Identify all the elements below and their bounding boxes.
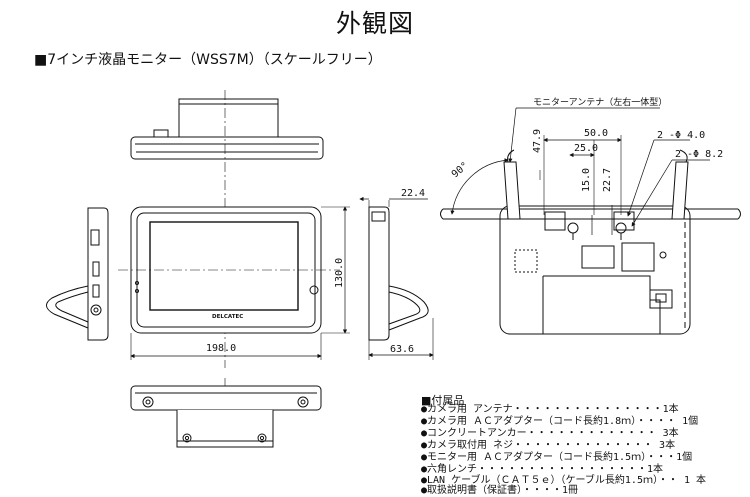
accessory-item: ●カメラ用 アンテナ・・・・・・・・・・・・・・・1本 <box>421 404 679 415</box>
dim-depth-total: 63.6 <box>390 344 414 355</box>
angle-label: 90° <box>450 160 471 180</box>
dim-width: 198.0 <box>206 343 236 354</box>
accessory-item: ●取扱説明書（保証書）・・・・1冊 <box>421 485 579 496</box>
right-side-view <box>368 206 429 341</box>
accessory-item: ●LAN ケーブル（ＣＡＴ５ｅ）（ケーブル長約1.5ｍ）・・ 1 本 <box>421 475 707 486</box>
top-view <box>130 98 324 160</box>
hole-small-label: 2 -Φ 4.0 <box>657 130 705 141</box>
dim-depth-top: 22.4 <box>401 188 425 199</box>
accessories-heading: ■付属品 <box>421 394 465 407</box>
hole-large-label: 2 -Φ 8.2 <box>675 149 723 160</box>
accessory-item: ●モニター用 ＡＣアダプター（コード長約1.5ｍ）・・・1個 <box>421 452 693 463</box>
dim-50: 50.0 <box>584 128 608 139</box>
drawing-subtitle: ■7インチ液晶モニター（WSS7M）（スケールフリー） <box>34 52 382 68</box>
accessory-item: ●コンクリートアンカー・・・・・・・・・・・・・ 3本 <box>421 428 679 439</box>
accessory-item: ●カメラ取付用 ネジ・・・・・・・・・・・・・・ 3本 <box>421 440 676 451</box>
dim-height: 130.0 <box>334 258 345 288</box>
left-side-view <box>46 207 109 341</box>
dim-25: 25.0 <box>574 143 598 154</box>
bottom-view <box>130 385 322 448</box>
dim-22-7: 22.7 <box>602 168 613 192</box>
accessory-item: ●カメラ用 ＡＣアダプター（コード長約1.8ｍ）・・・・ 1個 <box>421 416 699 427</box>
dim-15: 15.0 <box>581 168 592 192</box>
page-title: 外観図 <box>335 9 414 38</box>
accessory-item: ●六角レンチ・・・・・・・・・・・・・・・・・1本 <box>421 464 664 475</box>
brand-logo: DELCATEC <box>212 314 243 320</box>
dim-47-9: 47.9 <box>532 129 543 153</box>
antenna-label: モニターアンテナ（左右一体型） <box>533 96 667 108</box>
